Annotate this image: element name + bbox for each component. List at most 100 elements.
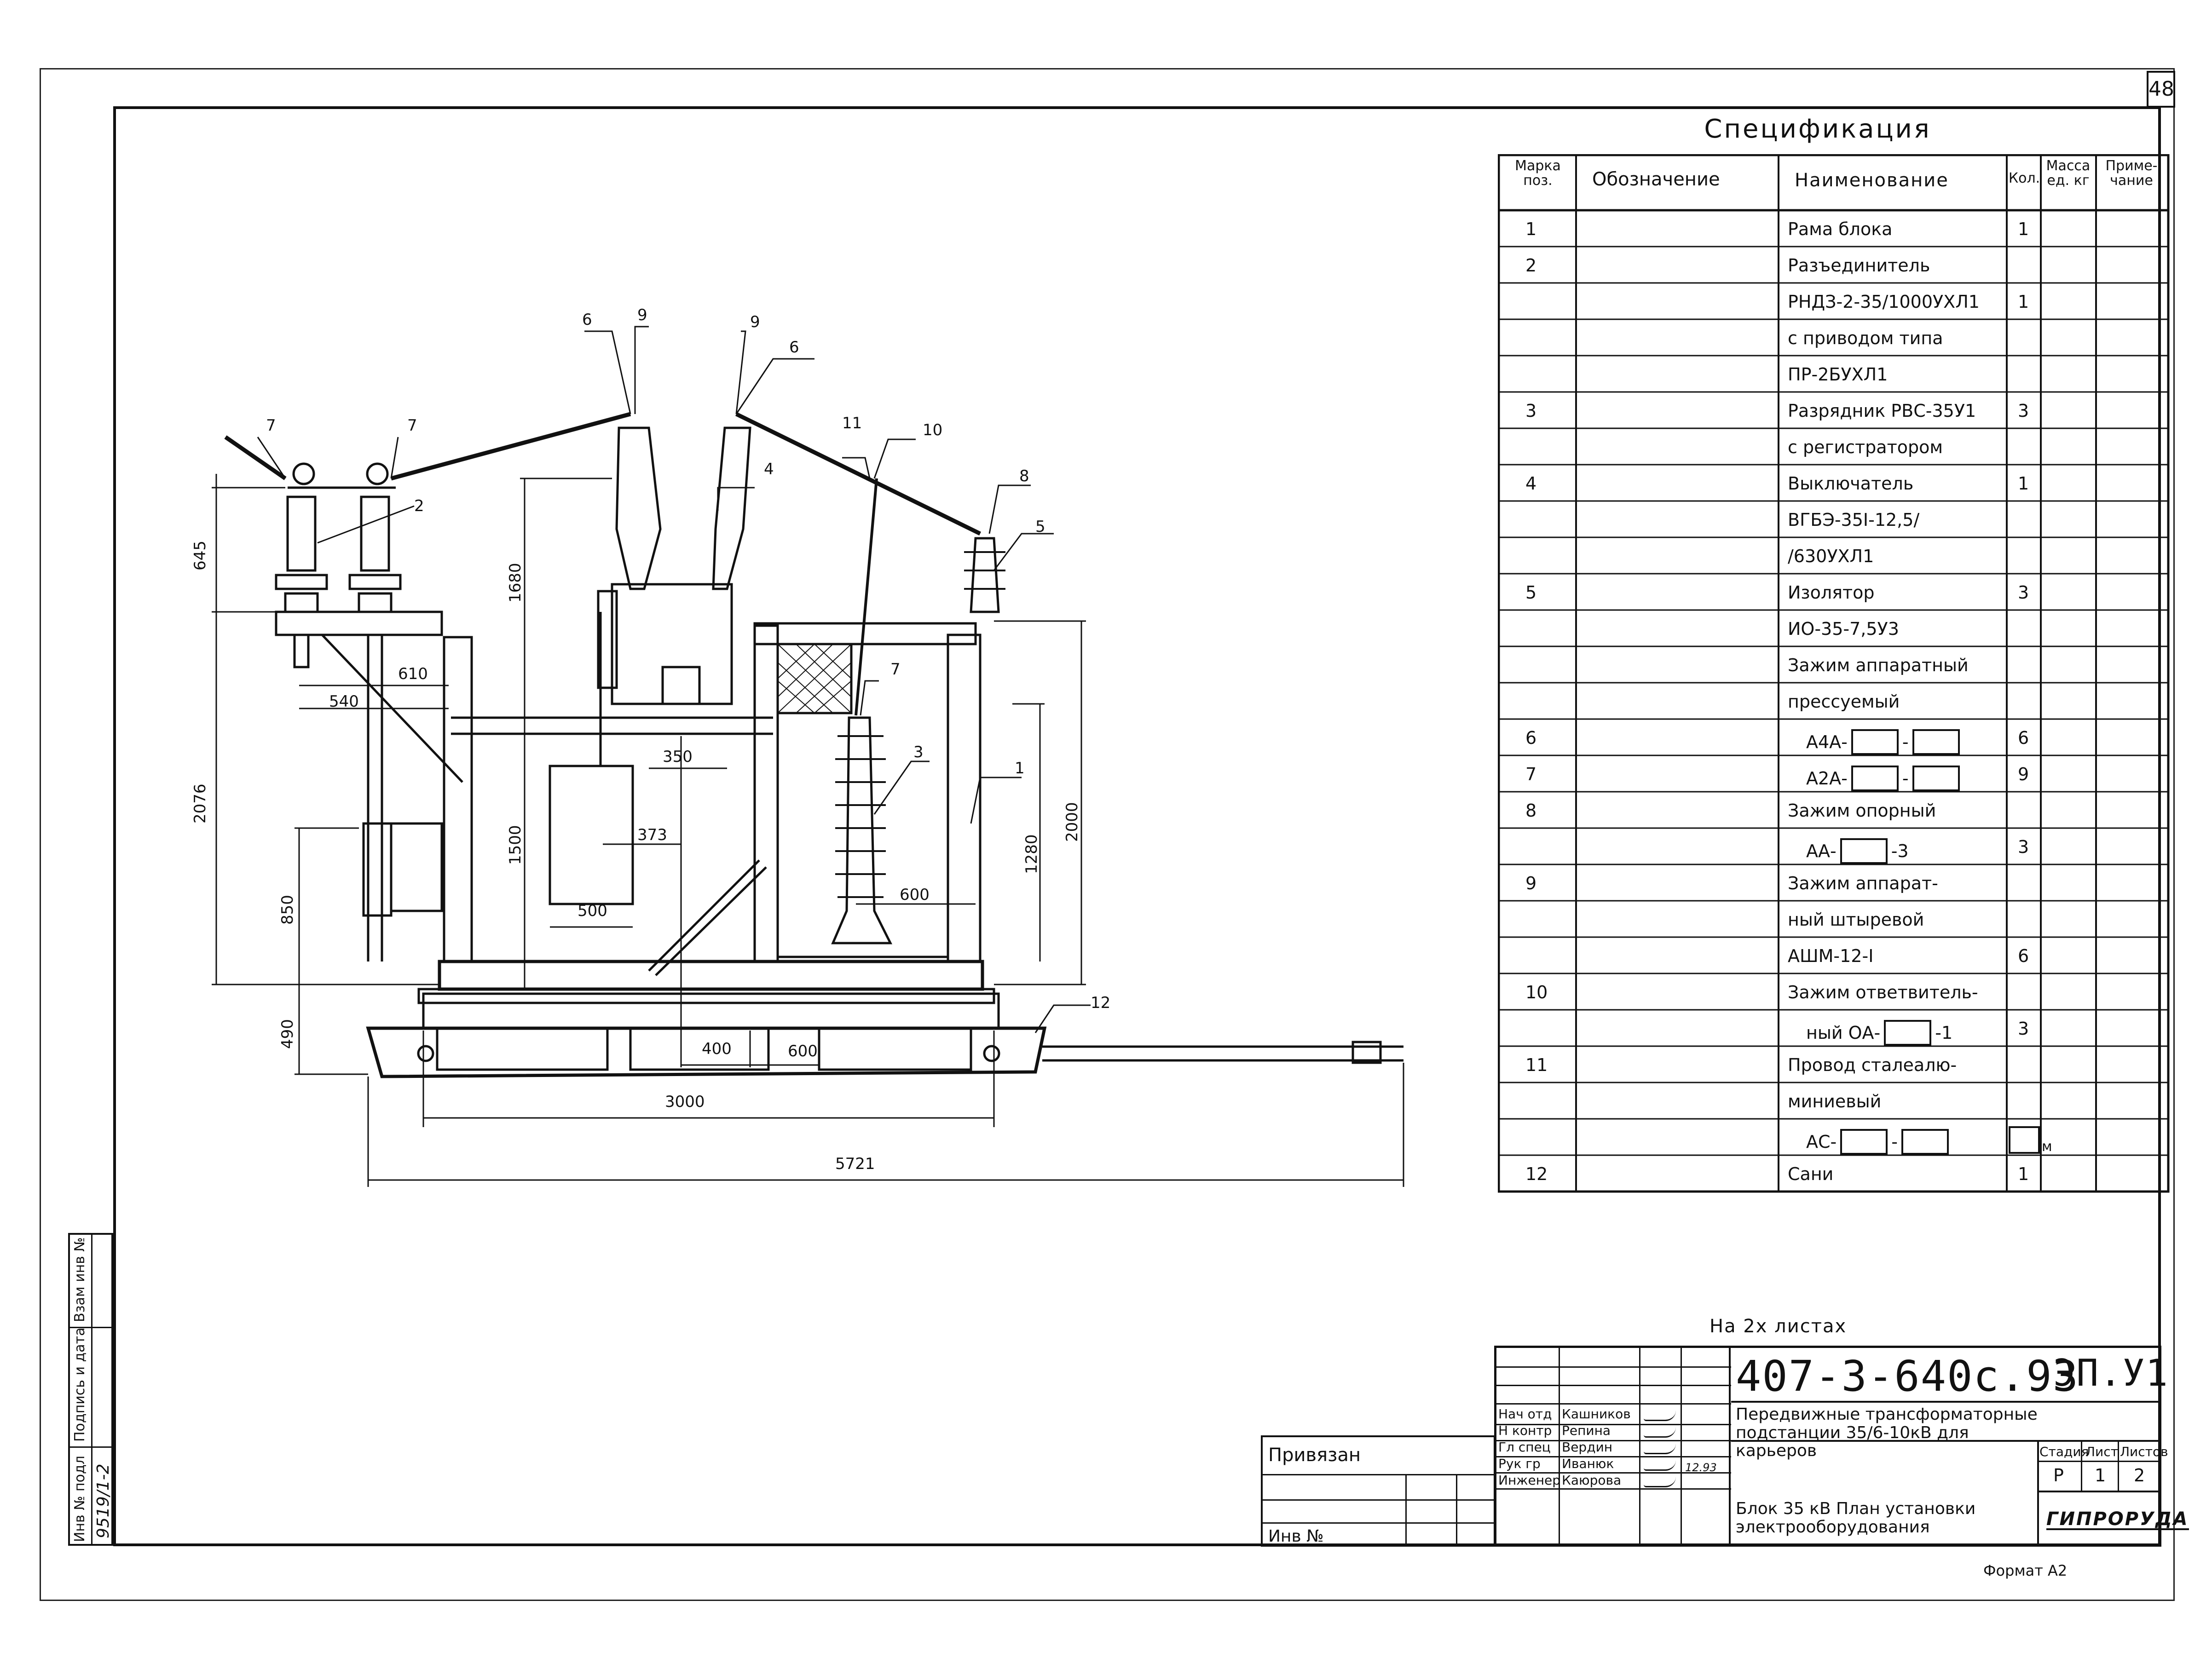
sheet-border — [40, 68, 2175, 1601]
callout-1: 1 — [1015, 759, 1025, 777]
spec-row-name: /630УХЛ1 — [1788, 546, 1874, 567]
spec-row-name: Провод сталеалю- — [1788, 1055, 1957, 1076]
spec-row-mark: 9 — [1525, 873, 1537, 894]
dim-600-base: 600 — [788, 1042, 818, 1060]
spec-row-qty: 3 — [2018, 582, 2029, 603]
stage-label: Стадия — [2039, 1444, 2089, 1459]
dim-3000: 3000 — [665, 1093, 705, 1111]
spec-row-name: Зажим ответвитель- — [1788, 982, 1978, 1003]
callout-10: 10 — [923, 421, 943, 439]
signature-scribble — [1644, 1411, 1676, 1421]
callout-5: 5 — [1035, 518, 1045, 536]
spec-header-designation: Обозначение — [1592, 169, 1720, 190]
sheet-label: Лист — [2085, 1444, 2118, 1459]
spec-row-qty: 1 — [2018, 219, 2029, 240]
spec-row-mark: 1 — [1525, 219, 1537, 240]
sheets-note: На 2х листах — [1710, 1316, 1847, 1337]
binding-block: Привязан Инв № — [1261, 1435, 1496, 1547]
side-inv-replace: Взам инв № — [72, 1237, 88, 1322]
spec-row-mark: 3 — [1525, 401, 1537, 421]
spec-row-name: миниевый — [1788, 1091, 1882, 1112]
spec-row-name: ный ОА--1 — [1806, 1020, 1952, 1046]
spec-row-qty: 1 — [2018, 292, 2029, 312]
spec-row-name: ВГБЭ-35I-12,5/ — [1788, 510, 1920, 530]
side-sign-date: Подпись и дата — [72, 1327, 88, 1442]
spec-row-qty: 3 — [2018, 1019, 2029, 1039]
spec-row-name: А4А-- — [1806, 729, 1960, 755]
spec-row-unit: м — [2009, 1126, 2052, 1154]
stamp-role: Инженер — [1498, 1473, 1561, 1488]
callout-9-right: 9 — [750, 313, 760, 331]
stamp-person-name: Репина — [1562, 1423, 1611, 1438]
dim-850: 850 — [278, 895, 297, 925]
side-stamp: Взам инв № Подпись и дата Инв № подл 951… — [68, 1233, 113, 1546]
spec-row-mark: 10 — [1525, 982, 1548, 1003]
stamp-role: Н контр — [1498, 1423, 1552, 1438]
spec-row-qty: 1 — [2018, 473, 2029, 494]
spec-header-name: Наименование — [1795, 170, 1949, 191]
spec-row-mark: 8 — [1525, 800, 1537, 821]
callout-6-left: 6 — [582, 311, 592, 329]
sheets-label: Листов — [2120, 1444, 2168, 1459]
spec-row-name: ный штыревой — [1788, 910, 1924, 930]
callout-7-right: 7 — [407, 416, 417, 435]
dim-1500: 1500 — [506, 825, 525, 865]
spec-row-name: А2А-- — [1806, 766, 1960, 792]
dim-1680: 1680 — [506, 563, 525, 603]
spec-row-qty: 3 — [2018, 401, 2029, 421]
organization-logo: ГИПРОРУДА — [2046, 1509, 2189, 1530]
spec-row-name: прессуемый — [1788, 691, 1900, 712]
spec-row-name: с приводом типа — [1788, 328, 1943, 349]
dim-5721: 5721 — [835, 1155, 875, 1173]
signature-scribble — [1644, 1444, 1676, 1454]
stamp-role: Нач отд — [1498, 1406, 1552, 1422]
side-inv-orig: Инв № подл — [72, 1456, 88, 1542]
spec-row-name: Выключатель — [1788, 473, 1914, 494]
spec-row-name: Сани — [1788, 1164, 1834, 1185]
dim-610: 610 — [398, 665, 428, 683]
spec-row-name: АА--3 — [1806, 838, 1909, 864]
signature-scribble — [1644, 1427, 1676, 1438]
dim-540: 540 — [329, 692, 359, 711]
stamp-person-name: Вердин — [1562, 1439, 1613, 1455]
signature-scribble — [1644, 1477, 1676, 1487]
dim-645: 645 — [191, 541, 209, 570]
dim-2000: 2000 — [1063, 802, 1081, 842]
callout-11: 11 — [842, 414, 862, 432]
stage-value: Р — [2053, 1465, 2064, 1486]
stamp-person-name: Кашников — [1562, 1406, 1631, 1422]
page-number: 48 — [2147, 71, 2175, 108]
spec-row-name: Зажим опорный — [1788, 800, 1936, 821]
binding-inv-label: Инв № — [1268, 1527, 1324, 1546]
callout-4: 4 — [764, 460, 774, 478]
spec-row-qty: 6 — [2018, 946, 2029, 967]
dim-400: 400 — [702, 1040, 732, 1058]
stamp-role: Гл спец — [1498, 1439, 1551, 1455]
spec-row-name: Разъединитель — [1788, 255, 1930, 276]
spec-row-mark: 12 — [1525, 1164, 1548, 1185]
spec-row-mark: 7 — [1525, 764, 1537, 785]
spec-row-name: Рама блока — [1788, 219, 1893, 240]
equipment-drawing — [212, 326, 1404, 1187]
spec-row-name: ПР-2БУХЛ1 — [1788, 364, 1888, 385]
callout-7-left: 7 — [266, 416, 276, 435]
spec-row-qty: 3 — [2018, 837, 2029, 858]
sheets-value: 2 — [2134, 1465, 2145, 1486]
dim-490: 490 — [278, 1019, 297, 1049]
signature-scribble — [1644, 1460, 1676, 1471]
stamp-date-mark: 12.93 — [1685, 1461, 1717, 1474]
callout-6-right: 6 — [789, 338, 799, 357]
callout-2: 2 — [414, 497, 424, 515]
stamp-role: Рук гр — [1498, 1456, 1541, 1471]
document-code: 407-3-640с.93 — [1736, 1352, 2079, 1401]
spec-row-mark: 2 — [1525, 255, 1537, 276]
spec-row-qty: 1 — [2018, 1164, 2029, 1185]
side-inv-value: 9519/1-2 — [94, 1463, 113, 1538]
dim-1280: 1280 — [1022, 834, 1041, 874]
title-block: Нач отд Кашников Н контр Репина Гл спец Верди… — [1494, 1346, 2189, 1547]
document-section: ЭП.У1 — [2053, 1352, 2169, 1394]
spec-row-name: АШМ-12-I — [1788, 946, 1874, 967]
binding-title: Привязан — [1268, 1445, 1361, 1466]
